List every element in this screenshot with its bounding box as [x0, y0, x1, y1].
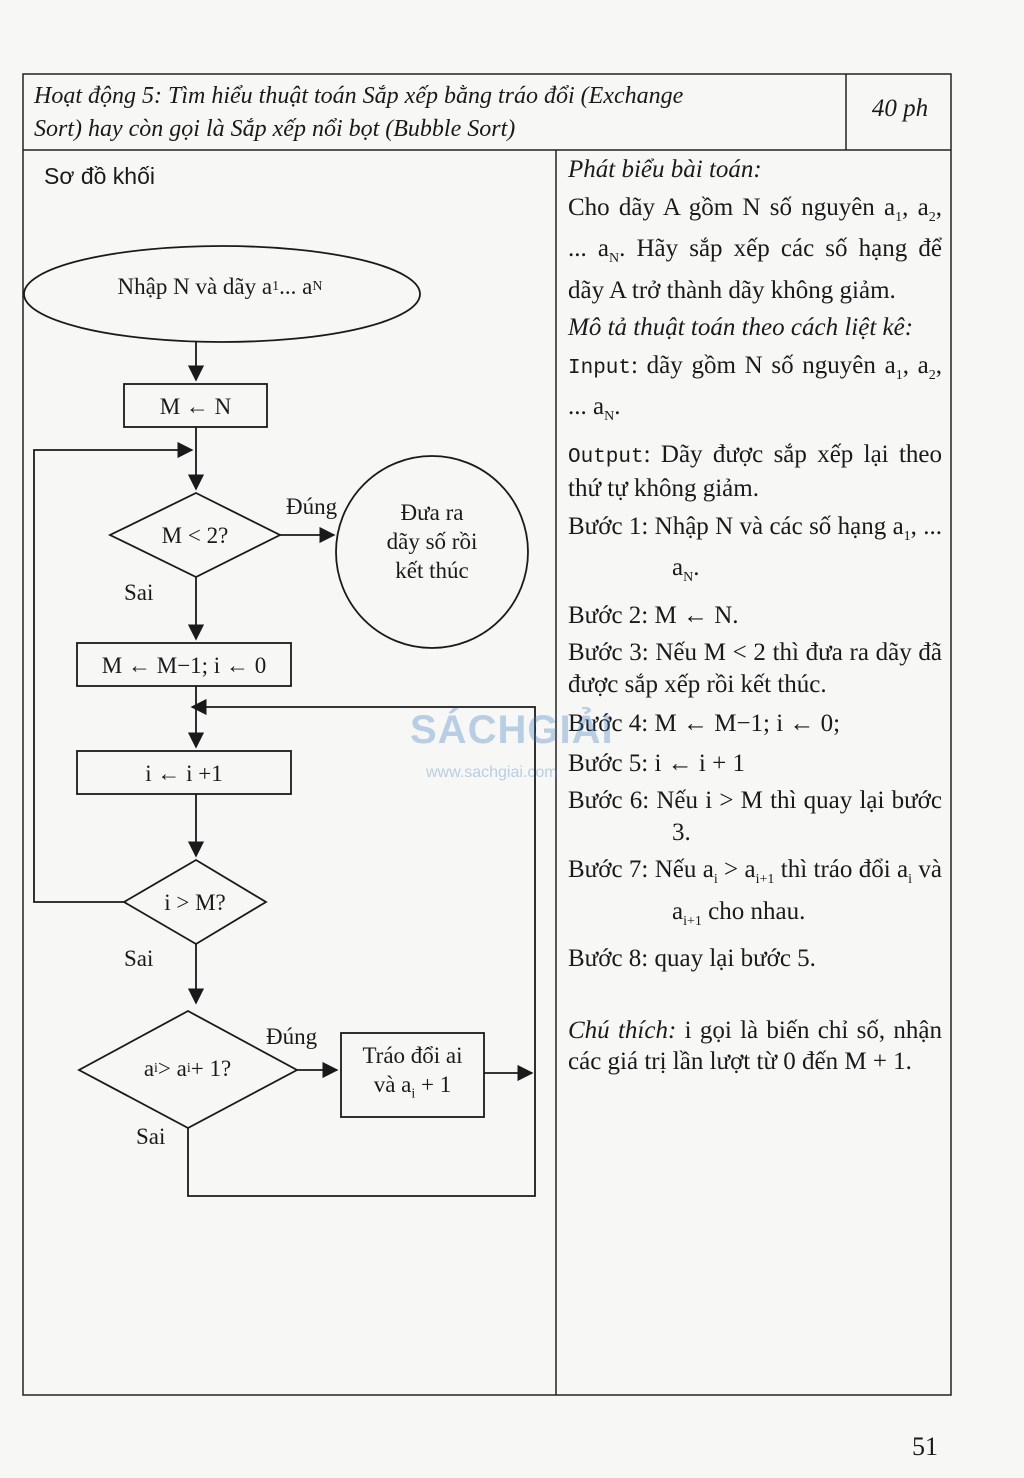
output-line: Output: Dãy được sắp xếp lại theo thứ tự…	[568, 439, 942, 505]
cond-i-text: i > M?	[164, 889, 226, 915]
end-node-text: Đưa ra dãy số rồi kết thúc	[345, 496, 519, 586]
step7-sub3: i	[908, 872, 913, 887]
end-circle	[335, 455, 529, 649]
step7-sub4: i+1	[683, 913, 702, 929]
step7-text-e: cho nhau.	[701, 897, 806, 925]
note: Chú thích: i gọi là biến chỉ số, nhận cá…	[568, 1015, 942, 1078]
flowchart-edges	[33, 342, 536, 1197]
start-sub2: N	[312, 278, 323, 294]
step1-text-c: .	[693, 554, 700, 581]
step7-text-b: > a	[717, 856, 756, 883]
input-sub3: N	[604, 409, 615, 424]
end-line1: Đưa ra	[400, 499, 464, 525]
inc-i-text: i ← i +1	[145, 760, 223, 786]
flowchart-label: Sơ đồ khối	[44, 163, 155, 189]
output-text: : Dãy được sắp xếp lại theo thứ tự không…	[568, 440, 942, 503]
step1-sub1: 1	[903, 528, 911, 544]
start-ellipse	[23, 245, 421, 343]
step7-text-c: thì tráo đổi a	[774, 856, 909, 883]
yes-label-3: Đúng	[266, 1024, 318, 1049]
input-text-d: .	[614, 393, 621, 420]
swap-text: Tráo đổi ai và ai + 1	[341, 1037, 484, 1113]
activity-title: Hoạt động 5: Tìm hiểu thuật toán Sắp xếp…	[34, 80, 824, 146]
step-2: Bước 2: M ← N.	[568, 601, 739, 629]
step1-text-a: Bước 1: Nhập N và các số hạng a	[568, 512, 904, 540]
problem-sub3: N	[608, 251, 620, 266]
cond-a-mid: > a	[157, 1055, 187, 1081]
swap-line2-sub: i	[411, 1086, 416, 1102]
problem-text-b: , a	[902, 193, 929, 221]
cond-a-sub2: i	[186, 1060, 191, 1076]
output-keyword: Output	[568, 445, 644, 469]
step7-sub1: i	[713, 872, 718, 887]
activity-duration: 40 ph	[871, 95, 929, 122]
step1-sub2: N	[683, 570, 694, 585]
assign-mi-box	[76, 642, 292, 687]
problem-text-d: . Hãy sắp xếp các số hạng để dãy A trở t…	[568, 235, 942, 304]
swap-line2: và ai + 1	[374, 1070, 452, 1109]
table-grid	[22, 73, 952, 1396]
input-sub2: 2	[928, 367, 936, 383]
assign-mi-text: M ← M−1; i ← 0	[101, 652, 267, 678]
start-text: Nhập N và dãy a	[117, 273, 273, 299]
flowchart-shapes	[23, 245, 529, 1130]
step-4: Bước 4: M ← M−1; i ← 0;	[568, 710, 841, 737]
note-heading: Chú thích:	[568, 1016, 677, 1044]
cond-a-post: + 1?	[190, 1055, 232, 1081]
step-6: Bước 6: Nếu i > M thì quay lại bước 3.	[568, 787, 942, 846]
inc-i-box	[76, 750, 292, 795]
input-text-c: , ... a	[568, 351, 942, 421]
input-text-b: , a	[902, 351, 929, 379]
swap-line1: Tráo đổi ai	[362, 1043, 463, 1069]
no-label-3: Sai	[136, 1124, 166, 1149]
problem-sub2: 2	[928, 209, 936, 225]
input-keyword: Input	[568, 356, 632, 380]
swap-box	[340, 1032, 485, 1118]
cond-a-pre: a	[143, 1055, 155, 1081]
input-text-a: : dãy gồm N số nguyên a	[631, 351, 896, 379]
algorithm-heading: Mô tả thuật toán theo cách liệt kê:	[568, 314, 914, 341]
activity-title-line2: Sort) hay còn gọi là Sắp xếp nổi bọt (Bu…	[34, 116, 516, 142]
input-line: Input: dãy gồm N số nguyên a1, a2, ... a…	[568, 350, 942, 433]
swap-line2-pre: và a	[373, 1072, 412, 1098]
problem-statement: Cho dãy A gồm N số nguyên a1, a2, ... aN…	[568, 192, 942, 307]
step-7: Bước 7: Nếu ai > ai+1 thì tráo đổi ai và…	[568, 854, 942, 937]
cond-m-text: M < 2?	[161, 522, 229, 548]
assign-m-text: M ← N	[159, 393, 232, 419]
step1-text-b: , ... a	[672, 512, 943, 582]
problem-text-c: , ... a	[568, 193, 942, 263]
end-line3: kết thúc	[395, 557, 469, 583]
no-label-1: Sai	[124, 580, 154, 605]
step7-text-a: Bước 7: Nếu a	[568, 856, 714, 883]
page-number: 51	[912, 1432, 938, 1461]
step7-text-d: và a	[672, 856, 942, 925]
problem-sub1: 1	[895, 209, 903, 225]
start-mid: ... a	[279, 273, 313, 299]
step-3: Bước 3: Nếu M < 2 thì đưa ra dãy đã được…	[568, 639, 942, 698]
yes-label-1: Đúng	[286, 494, 338, 519]
activity-title-line1: Hoạt động 5: Tìm hiểu thuật toán Sắp xếp…	[34, 83, 684, 109]
problem-heading: Phát biểu bài toán:	[568, 156, 762, 183]
step7-sub2: i+1	[755, 872, 775, 887]
end-line2: dãy số rồi	[386, 528, 478, 554]
algorithm-description: Phát biểu bài toán: Cho dãy A gồm N số n…	[568, 154, 942, 1078]
start-sub1: 1	[272, 278, 280, 294]
step-8: Bước 8: quay lại bước 5.	[568, 945, 816, 972]
no-label-2: Sai	[124, 946, 154, 971]
note-text: i gọi là biến chỉ số, nhận các giá trị l…	[568, 1016, 942, 1076]
swap-line2-post: + 1	[415, 1072, 452, 1098]
problem-text-a: Cho dãy A gồm N số nguyên a	[568, 193, 896, 221]
step-1: Bước 1: Nhập N và các số hạng a1, ... aN…	[568, 511, 942, 594]
step-5: Bước 5: i ← i + 1	[568, 749, 745, 777]
input-sub1: 1	[895, 367, 903, 383]
cond-a-sub: i	[154, 1060, 158, 1076]
